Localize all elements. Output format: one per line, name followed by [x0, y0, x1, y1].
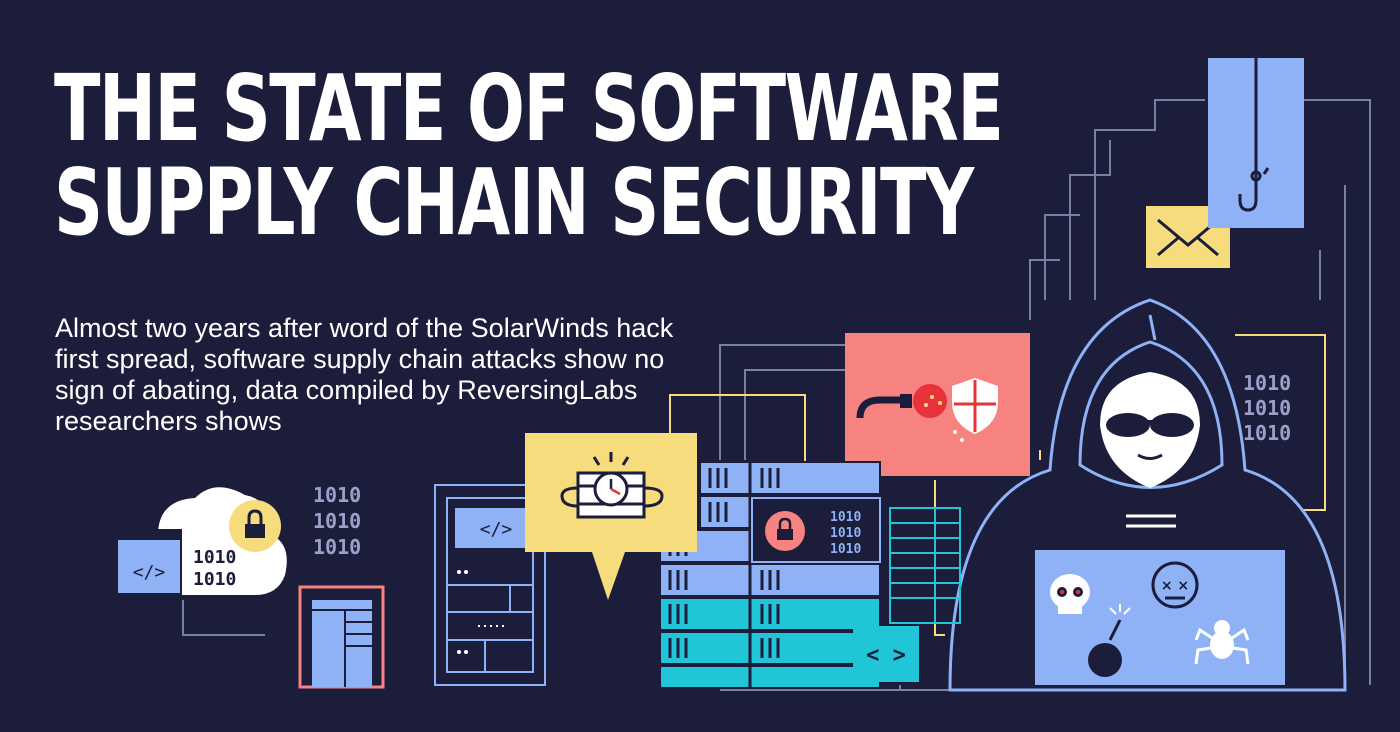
- binary-row: 1010: [1243, 396, 1291, 420]
- laptop-screen: × ×: [1035, 550, 1285, 685]
- document-icon: [298, 585, 385, 689]
- binary-block-left: 1010 1010 1010: [313, 483, 361, 559]
- shield-icon: [952, 378, 998, 442]
- binary-row: 1010: [313, 509, 361, 533]
- binary-row: 1010: [313, 483, 361, 507]
- binary-row: 1010: [1243, 421, 1291, 445]
- padlock-icon: [229, 500, 281, 552]
- bomb-icon: [1088, 604, 1131, 677]
- spider-bug-icon: [1194, 620, 1250, 665]
- dizzy-face-icon: × ×: [1151, 561, 1199, 609]
- skull-icon: [1050, 574, 1090, 614]
- binary-row: 1010: [193, 569, 236, 590]
- time-bomb-bubble: [525, 433, 697, 600]
- angle-bracket-box: < >: [853, 626, 919, 682]
- code-tag: </>: [133, 562, 166, 583]
- dot-indicators: [457, 570, 468, 654]
- cyan-grid-panel: [889, 507, 961, 624]
- code-panel: [434, 484, 546, 686]
- binary-row: 1010: [830, 526, 861, 541]
- time-bomb-icon: [560, 452, 664, 519]
- fish-hook-icon: [1208, 58, 1304, 228]
- binary-row: 1010: [313, 535, 361, 559]
- code-panel-header: [455, 508, 537, 548]
- binary-row: 1010: [830, 510, 861, 525]
- code-window-icon: </>: [116, 529, 182, 595]
- cloud-icon: </> 1010 1010: [116, 487, 287, 595]
- plug-icon: [856, 384, 947, 419]
- angle-brackets: < >: [866, 643, 906, 668]
- binary-row: 1010: [193, 547, 236, 568]
- binary-block-right: 1010 1010 1010: [1243, 371, 1291, 445]
- code-tag: </>: [480, 519, 513, 540]
- binary-row: 1010: [830, 542, 861, 557]
- binary-row: 1010: [1243, 371, 1291, 395]
- subtitle: Almost two years after word of the Solar…: [55, 313, 674, 436]
- svg-text:× ×: × ×: [1161, 578, 1189, 594]
- plug-shield-panel: [845, 333, 1030, 476]
